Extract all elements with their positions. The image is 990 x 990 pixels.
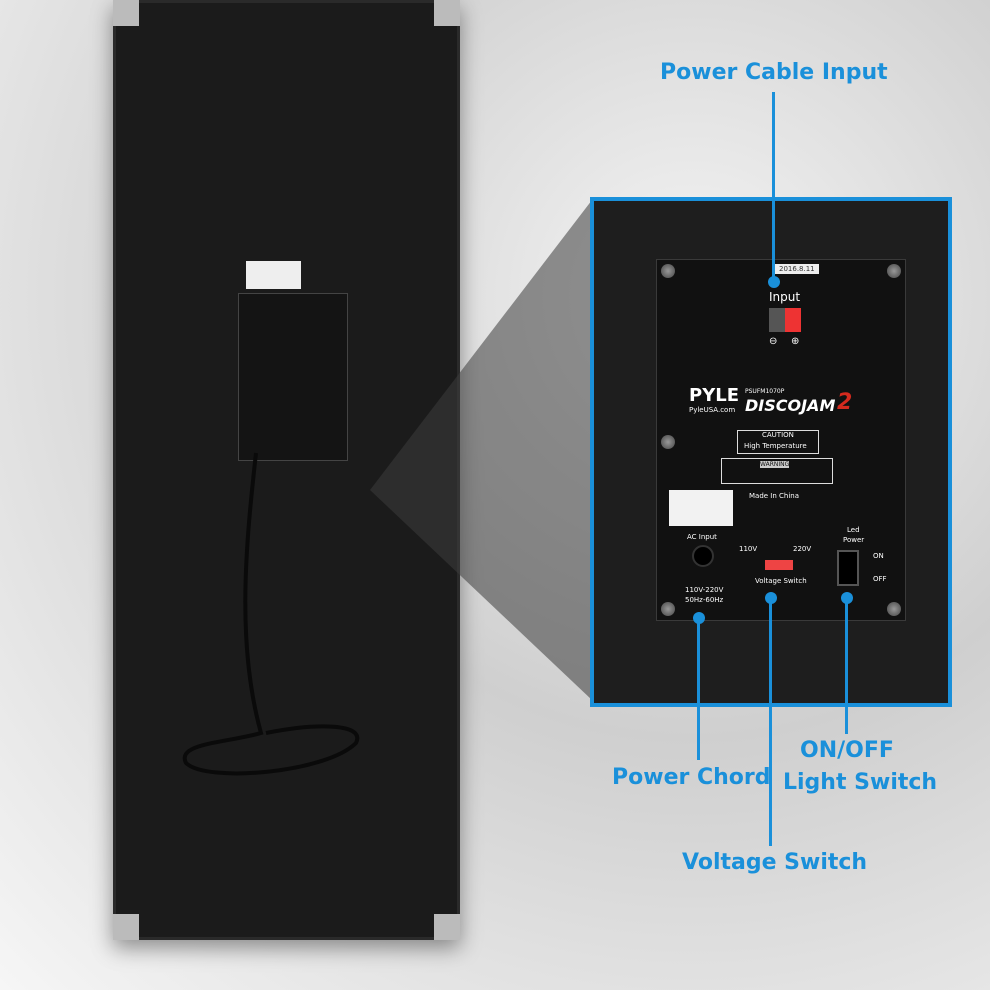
power-cord	[182, 452, 360, 776]
corner-protector	[113, 914, 139, 940]
caution-text: CAUTION	[762, 431, 794, 439]
callout-dot	[765, 592, 777, 604]
corner-protector	[113, 0, 139, 26]
product-logo-number: 2	[837, 390, 853, 415]
product-logo: DISCOJAM	[745, 396, 836, 415]
callout-voltage-switch: Voltage Switch	[682, 850, 868, 875]
barcode-label	[246, 261, 301, 289]
off-label: OFF	[873, 575, 887, 583]
callout-line	[845, 598, 848, 734]
corner-protector	[434, 914, 460, 940]
power-label: Power	[843, 536, 865, 544]
voltage-switch-label: Voltage Switch	[755, 577, 807, 585]
on-label: ON	[873, 552, 884, 560]
callout-power-chord: Power Chord	[612, 765, 771, 790]
callout-light-switch: Light Switch	[783, 770, 938, 795]
brand-url: PyleUSA.com	[689, 406, 736, 414]
plus-symbol: ⊕	[791, 336, 800, 347]
110v-label: 110V	[739, 545, 758, 553]
caution-label: CAUTION High Temperature	[737, 430, 819, 454]
model-number: PSUFM1070P	[745, 388, 785, 395]
rear-plate: 2016.8.11 Input ⊖ ⊕ PYLE PyleUSA.com PSU…	[656, 259, 906, 621]
negative-terminal	[769, 308, 785, 332]
voltage-switch[interactable]	[765, 560, 793, 570]
barcode-label	[669, 490, 733, 526]
made-in-text: Made In China	[749, 492, 800, 500]
rating-frequency: 50Hz-60Hz	[685, 596, 724, 604]
callout-line	[697, 618, 700, 760]
input-label: Input	[769, 290, 801, 304]
220v-label: 220V	[793, 545, 812, 553]
positive-terminal	[785, 308, 801, 332]
callout-dot	[841, 592, 853, 604]
callout-dot	[768, 276, 780, 288]
brand-logo: PYLE	[689, 385, 739, 406]
callout-line	[772, 92, 775, 282]
led-power-switch[interactable]	[837, 550, 859, 586]
date-label: 2016.8.11	[775, 264, 819, 274]
warning-label: WARNING	[721, 458, 833, 484]
ac-input-label: AC Input	[687, 533, 717, 541]
corner-protector	[434, 0, 460, 26]
led-label: Led	[847, 526, 860, 534]
high-temp-text: High Temperature	[744, 442, 807, 450]
ac-input-socket	[692, 545, 714, 567]
callout-dot	[693, 612, 705, 624]
rating-voltage: 110V-220V	[685, 586, 724, 594]
rear-panel-small	[238, 293, 348, 461]
minus-symbol: ⊖	[769, 336, 778, 347]
callout-power-cable-input: Power Cable Input	[660, 60, 888, 85]
callout-line	[769, 598, 772, 846]
callout-onoff: ON/OFF	[800, 738, 894, 763]
warning-text: WARNING	[760, 461, 790, 468]
